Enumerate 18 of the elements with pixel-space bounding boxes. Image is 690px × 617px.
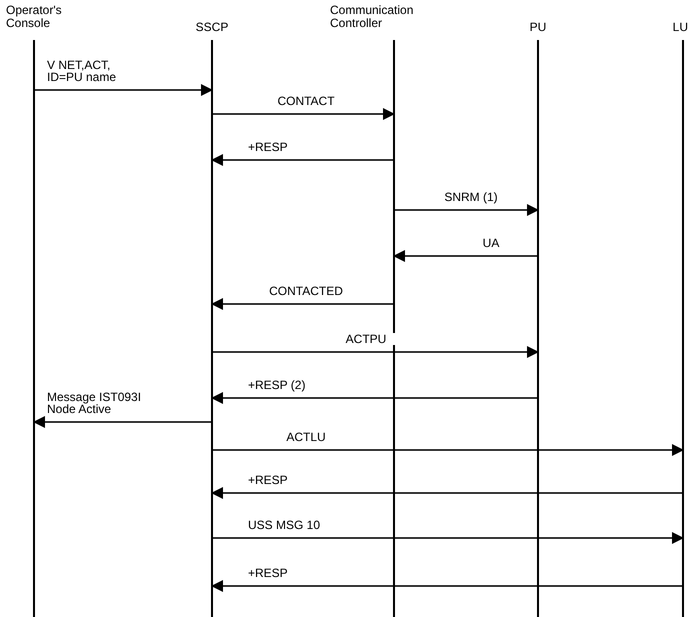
message-arrow: [212, 346, 539, 358]
participant-header: Operator's Console: [6, 4, 63, 30]
participant-header: PU: [528, 21, 548, 34]
message-arrow: [212, 532, 684, 544]
message-arrow: [211, 392, 538, 404]
message-arrow: [212, 444, 684, 456]
message-arrow: [212, 108, 395, 120]
participant-header: Communication Controller: [330, 4, 414, 30]
message-arrow: [34, 84, 213, 96]
message-arrow: [33, 416, 212, 428]
message-arrow: [211, 580, 683, 592]
message-arrow: [211, 487, 683, 499]
message-arrow: [211, 154, 394, 166]
message-arrow: [211, 298, 394, 310]
message-arrow: [394, 204, 539, 216]
participant-header: SSCP: [194, 21, 230, 34]
message-arrow: [393, 250, 538, 262]
participant-header: LU: [672, 21, 688, 34]
